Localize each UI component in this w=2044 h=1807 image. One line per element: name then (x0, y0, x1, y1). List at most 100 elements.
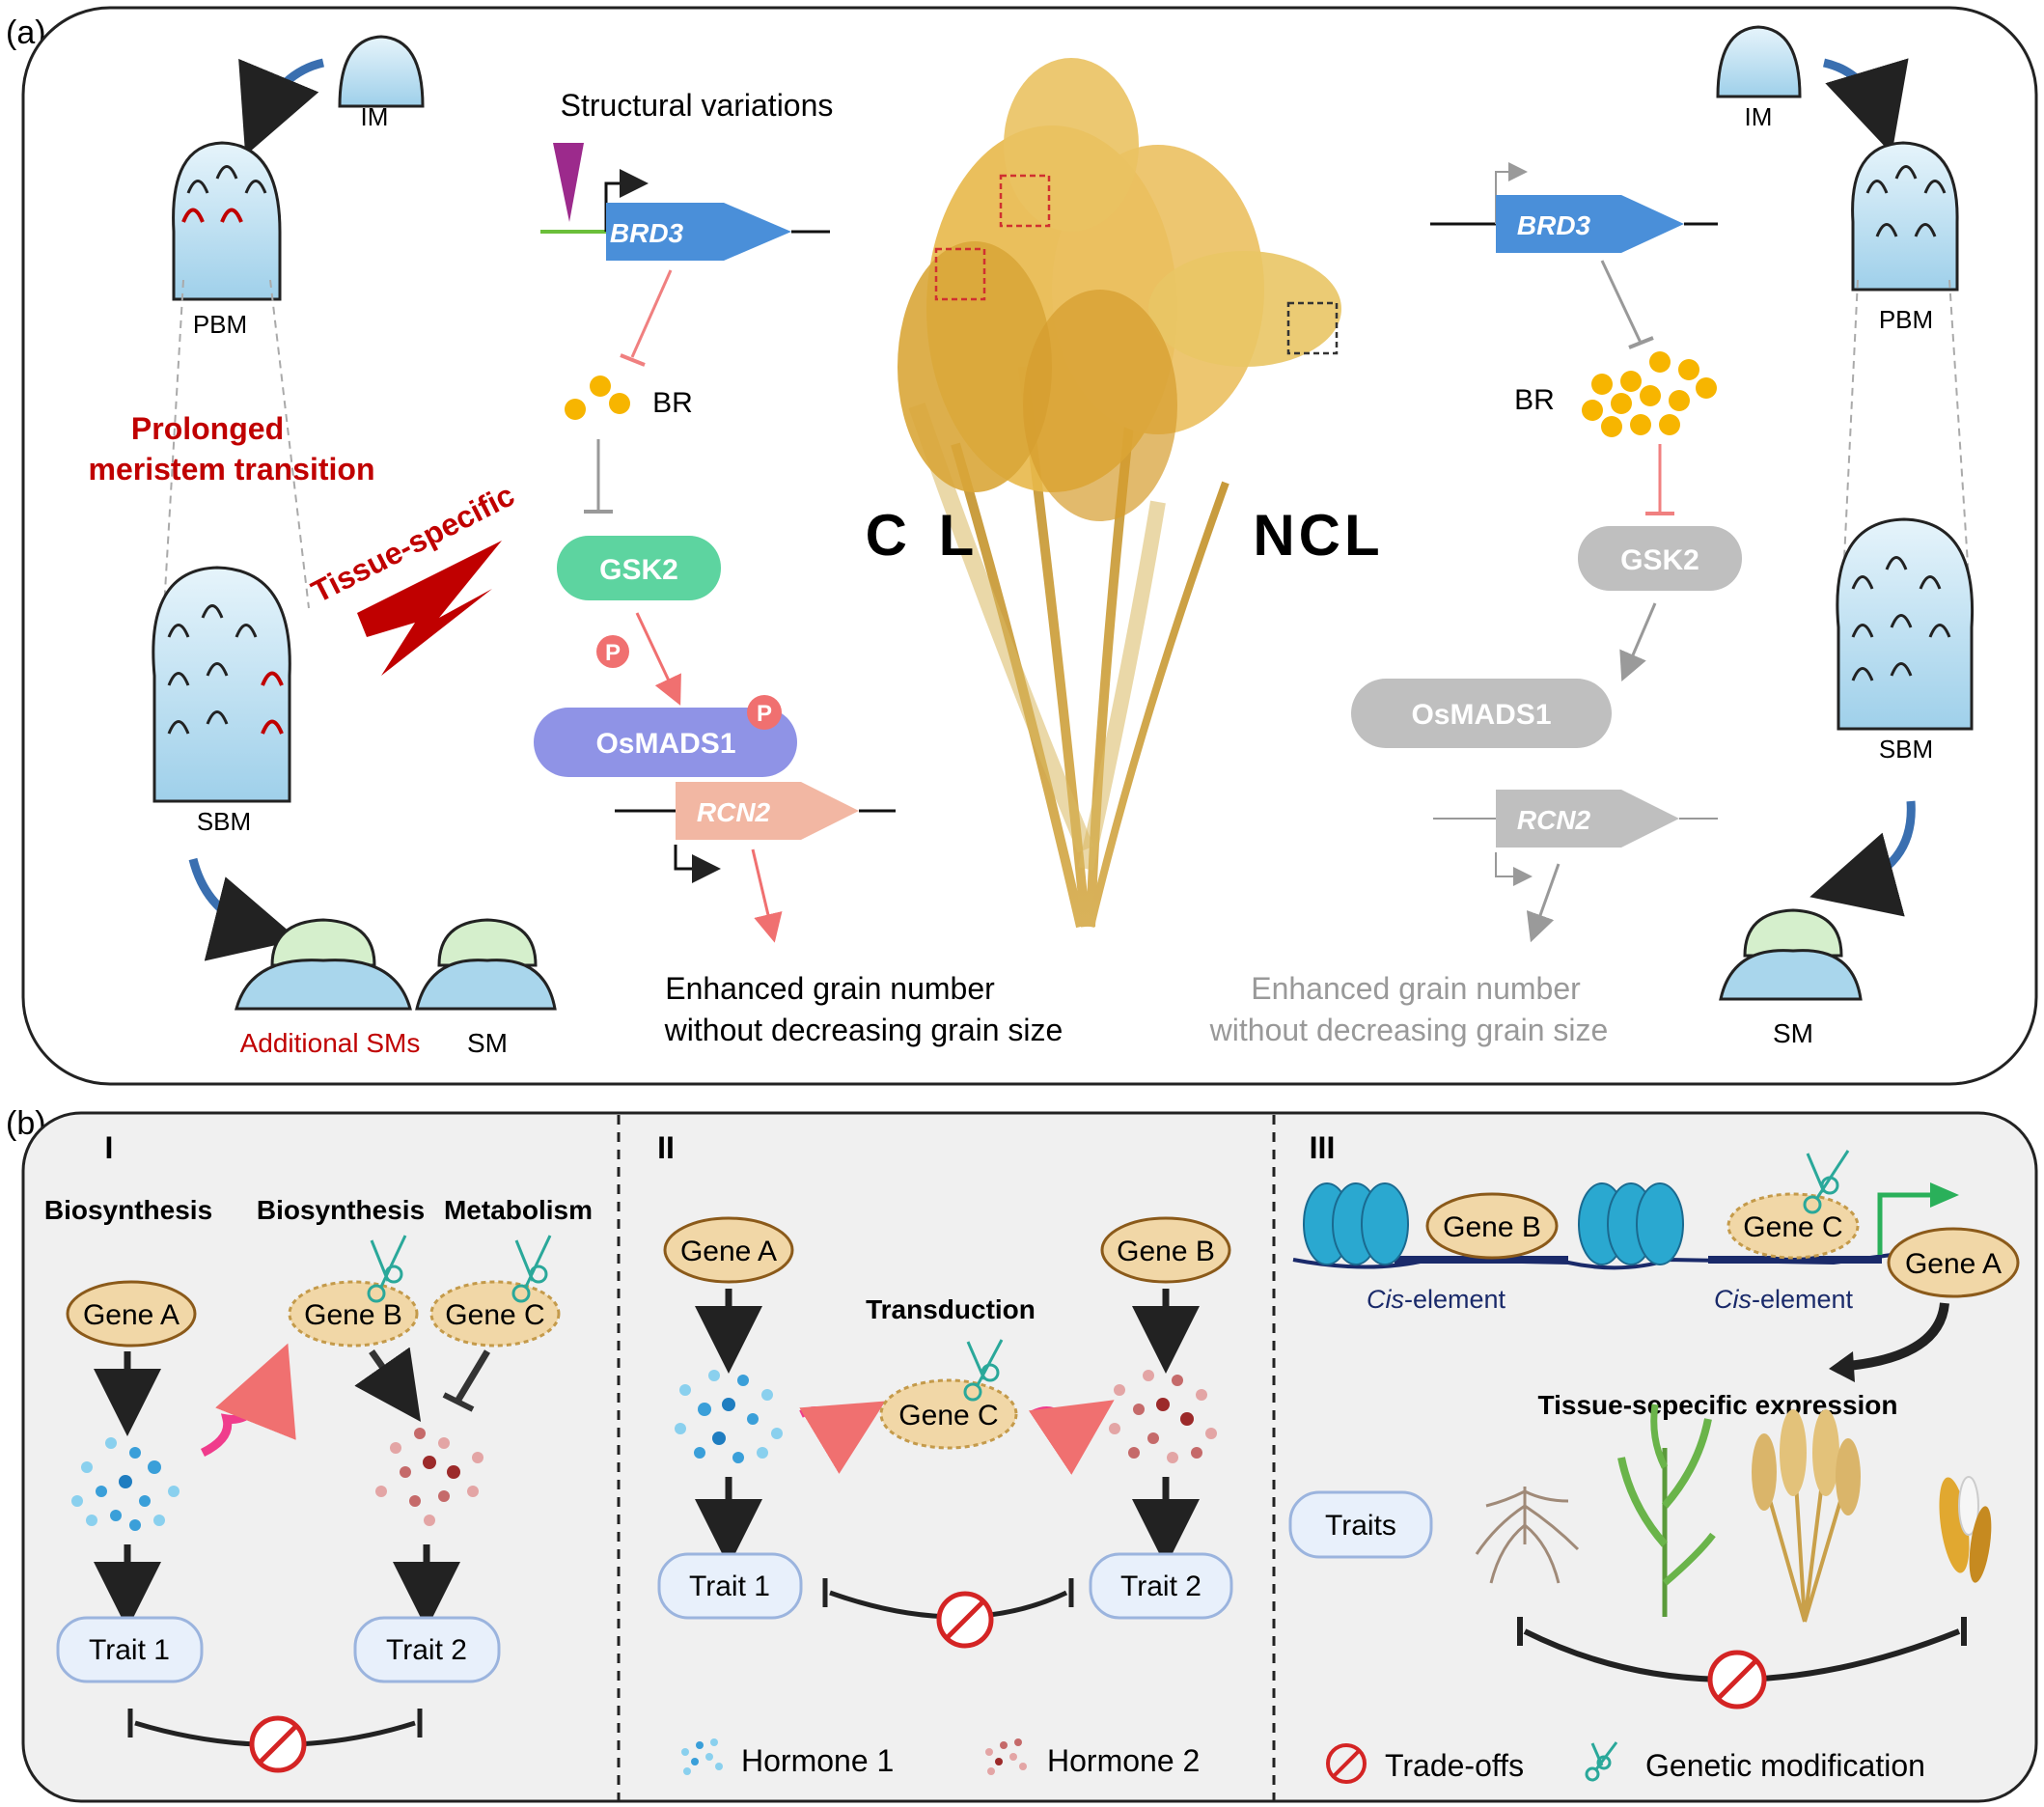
gsk2-box-ncl (1578, 526, 1742, 591)
sbm-meristem-right (1836, 517, 1975, 731)
tradeoff-icon-III (1707, 1650, 1767, 1710)
trait1-box-II (657, 1552, 803, 1620)
tissue-expression-label: Tissue-sepecific expression (1538, 1390, 1898, 1420)
trait2-label-I: Trait 2 (386, 1634, 467, 1666)
rcn2-label-ncl: RCN2 (1517, 805, 1591, 835)
trait1-label-II: Trait 1 (689, 1571, 770, 1602)
hormone2-legend: Hormone 2 (1047, 1743, 1200, 1778)
genetic-mod-legend: Genetic modification (1645, 1748, 1925, 1783)
tradeoffs-legend-icon (1326, 1743, 1367, 1784)
trait1-label-I: Trait 1 (89, 1634, 170, 1666)
pbm-meristem-right (1851, 141, 1959, 292)
gene-b-oval-II (1100, 1216, 1231, 1284)
numeral-III: III (1310, 1130, 1336, 1165)
highlight-box-1 (999, 174, 1051, 228)
pbm-label-left: PBM (193, 310, 247, 339)
gene-c-label-I: Gene C (445, 1299, 544, 1331)
scissors-icon-II (963, 1339, 1004, 1402)
gsk2-label-cl: GSK2 (599, 554, 678, 586)
numeral-II: II (657, 1130, 675, 1165)
trait2-box-I (353, 1616, 501, 1683)
arrow-rcn2-outcome (751, 848, 783, 943)
outcome-line1-ncl: Enhanced grain number (1251, 971, 1581, 1006)
osmads1-box-ncl (1351, 679, 1612, 748)
gene-c-label-III: Gene C (1743, 1211, 1842, 1243)
numeral-I: I (105, 1130, 114, 1165)
im-meristem-left (338, 35, 425, 108)
biosynthesis-label: Biosynthesis (44, 1195, 212, 1225)
transduction-label: Transduction (866, 1294, 1036, 1324)
sm-meristem-right (1719, 908, 1863, 1001)
sbm-label-left: SBM (197, 807, 251, 836)
dash-left-2 (269, 279, 310, 609)
phospho-label-2: P (757, 701, 772, 727)
sm-label-right: SM (1773, 1018, 1813, 1048)
outcome-line1-cl: Enhanced grain number (665, 971, 995, 1006)
scissors-icon-I-c (511, 1235, 552, 1303)
pink-arrow-II-1 (799, 1401, 886, 1474)
prolonged-line1: Prolonged (131, 411, 284, 446)
gene-a-oval-I (66, 1280, 197, 1348)
brd3-label-cl: BRD3 (610, 218, 684, 248)
traits-label: Traits (1325, 1510, 1396, 1542)
scissors-icon-III (1803, 1150, 1850, 1214)
rcn2-gene-ncl (1496, 790, 1679, 848)
brd3-gene-cl (606, 203, 791, 261)
sbm-label-right: SBM (1879, 735, 1933, 764)
cis-italic-1: Cis (1367, 1285, 1404, 1314)
gene-b-label-I: Gene B (304, 1299, 402, 1331)
gene-b-label-III: Gene B (1443, 1211, 1541, 1243)
trait2-box-II (1089, 1552, 1233, 1620)
tradeoff-icon-I (249, 1715, 307, 1773)
green-arrowhead (1930, 1182, 1959, 1208)
arrow-sbm-sm-right (1809, 800, 1916, 917)
dash-left-1 (163, 279, 184, 609)
tss-arrow-rcn2-cl (674, 845, 721, 883)
sm-meristem-additional (235, 918, 412, 1011)
gsk2-box-cl (557, 536, 721, 600)
arrow-im-pbm-left (238, 58, 325, 156)
highlight-box-2 (934, 247, 986, 301)
trait1-box-I (56, 1616, 204, 1683)
rcn2-gene-cl (676, 782, 859, 840)
hormone1-legend-icon (681, 1738, 723, 1775)
hormone2-legend-icon (985, 1738, 1027, 1775)
sm-meristem-left (415, 918, 557, 1011)
im-label-right: IM (1745, 102, 1773, 131)
gene-b-oval-III (1425, 1192, 1559, 1260)
phospho-icon-1 (596, 635, 629, 668)
gene-c-oval-III (1726, 1192, 1860, 1260)
phospho-label-1: P (605, 640, 621, 666)
lightning-icon (357, 541, 502, 676)
gene-a-label-III: Gene A (1905, 1248, 2002, 1280)
hormone2-dots-I (375, 1428, 483, 1526)
metabolism-label: Metabolism (444, 1195, 593, 1225)
structural-variations-label: Structural variations (561, 88, 834, 123)
im-label-left: IM (361, 102, 389, 131)
br-label-ncl: BR (1514, 384, 1555, 416)
genetic-mod-legend-scissors-icon (1585, 1741, 1618, 1782)
rcn2-label-cl: RCN2 (697, 797, 771, 827)
gene-b-oval-I (288, 1280, 419, 1348)
dash-right-1 (1842, 279, 1859, 580)
gene-b-label-II: Gene B (1117, 1236, 1215, 1267)
gene-c-label-II: Gene C (898, 1400, 998, 1432)
cis-element-label-1: Cis-element (1367, 1285, 1506, 1314)
hormone2-dots-II (1109, 1370, 1217, 1463)
inhibit-bar-1 (620, 353, 646, 367)
additional-sms-label: Additional SMs (240, 1028, 421, 1058)
dash-right-2 (1948, 279, 1970, 580)
gene-a-oval-II (663, 1216, 794, 1284)
rice-panicle-illustration (898, 58, 1341, 929)
brd3-label-ncl: BRD3 (1517, 210, 1591, 240)
biosynthesis-label-2: Biosynthesis (257, 1195, 425, 1225)
gene-a-label-II: Gene A (680, 1236, 777, 1267)
curved-arrowhead (1829, 1351, 1855, 1382)
nucleosome-left (1303, 1182, 1409, 1265)
osmads1-label-ncl: OsMADS1 (1411, 699, 1551, 731)
inhibit-brd3-br-ncl (1600, 260, 1643, 344)
tradeoff-icon-II (936, 1591, 994, 1649)
highlight-box-3 (1286, 301, 1339, 355)
cis-rest-1: -element (1404, 1285, 1506, 1314)
